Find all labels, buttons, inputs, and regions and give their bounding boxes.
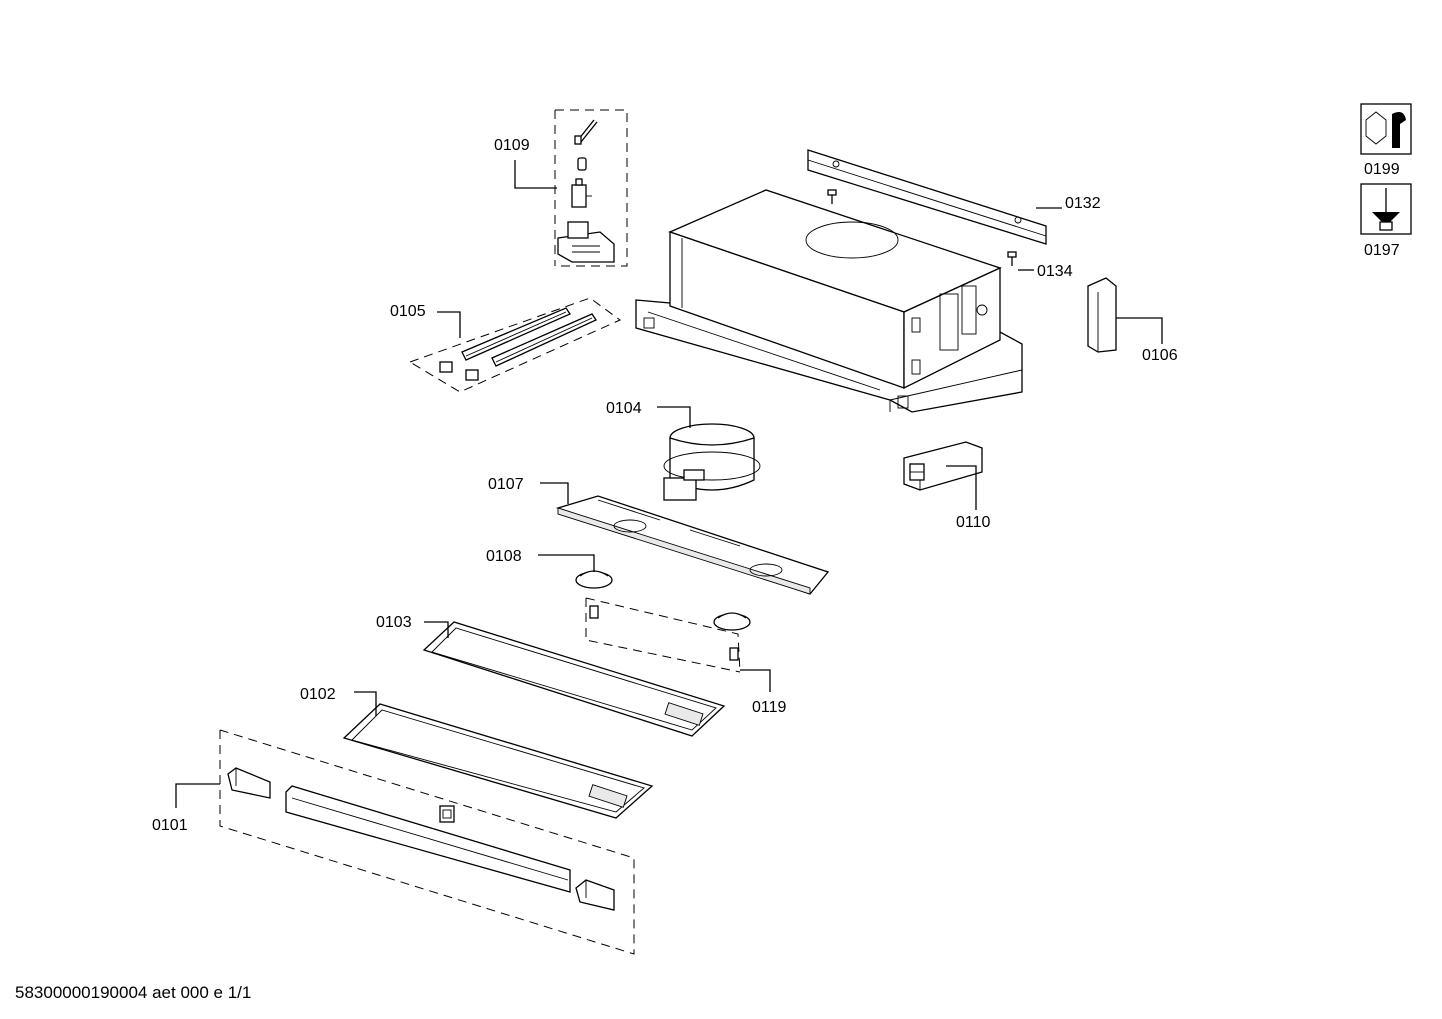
label-0108: 0108 <box>486 548 522 565</box>
label-0106: 0106 <box>1142 347 1178 364</box>
wrench-nut-icon <box>1360 103 1412 155</box>
label-0101: 0101 <box>152 817 188 834</box>
part-0110-connector[interactable] <box>903 441 983 510</box>
part-0134-screw[interactable] <box>827 189 1017 266</box>
part-0106-cover[interactable] <box>1087 277 1163 353</box>
label-0119: 0119 <box>752 699 787 716</box>
label-0107: 0107 <box>488 476 524 493</box>
label-0109: 0109 <box>494 137 530 154</box>
part-0101-front-panel[interactable] <box>175 729 635 955</box>
label-0134: 0134 <box>1037 263 1073 280</box>
part-0132-bracket[interactable] <box>807 149 1047 245</box>
part-0107-plate[interactable] <box>555 495 830 595</box>
label-0199: 0199 <box>1364 161 1400 178</box>
label-0197: 0197 <box>1364 242 1400 259</box>
screwdriver-icon <box>1360 183 1412 235</box>
label-0105: 0105 <box>390 303 426 320</box>
part-0105-rails[interactable] <box>408 297 621 393</box>
part-0104-fan[interactable] <box>657 406 761 501</box>
label-0110: 0110 <box>956 514 991 531</box>
label-0104: 0104 <box>606 400 642 417</box>
part-0119-bulbs[interactable] <box>585 597 771 692</box>
part-0109-group[interactable] <box>554 109 628 267</box>
label-0103: 0103 <box>376 614 412 631</box>
part-0108-lamp[interactable] <box>538 554 751 631</box>
part-0103-filter[interactable] <box>422 621 726 737</box>
main-housing[interactable] <box>635 189 1023 413</box>
document-footer: 58300000190004 aet 000 e 1/1 <box>15 983 251 1002</box>
label-0132: 0132 <box>1065 195 1101 212</box>
part-0102-filter[interactable] <box>342 691 654 819</box>
label-0102: 0102 <box>300 686 336 703</box>
